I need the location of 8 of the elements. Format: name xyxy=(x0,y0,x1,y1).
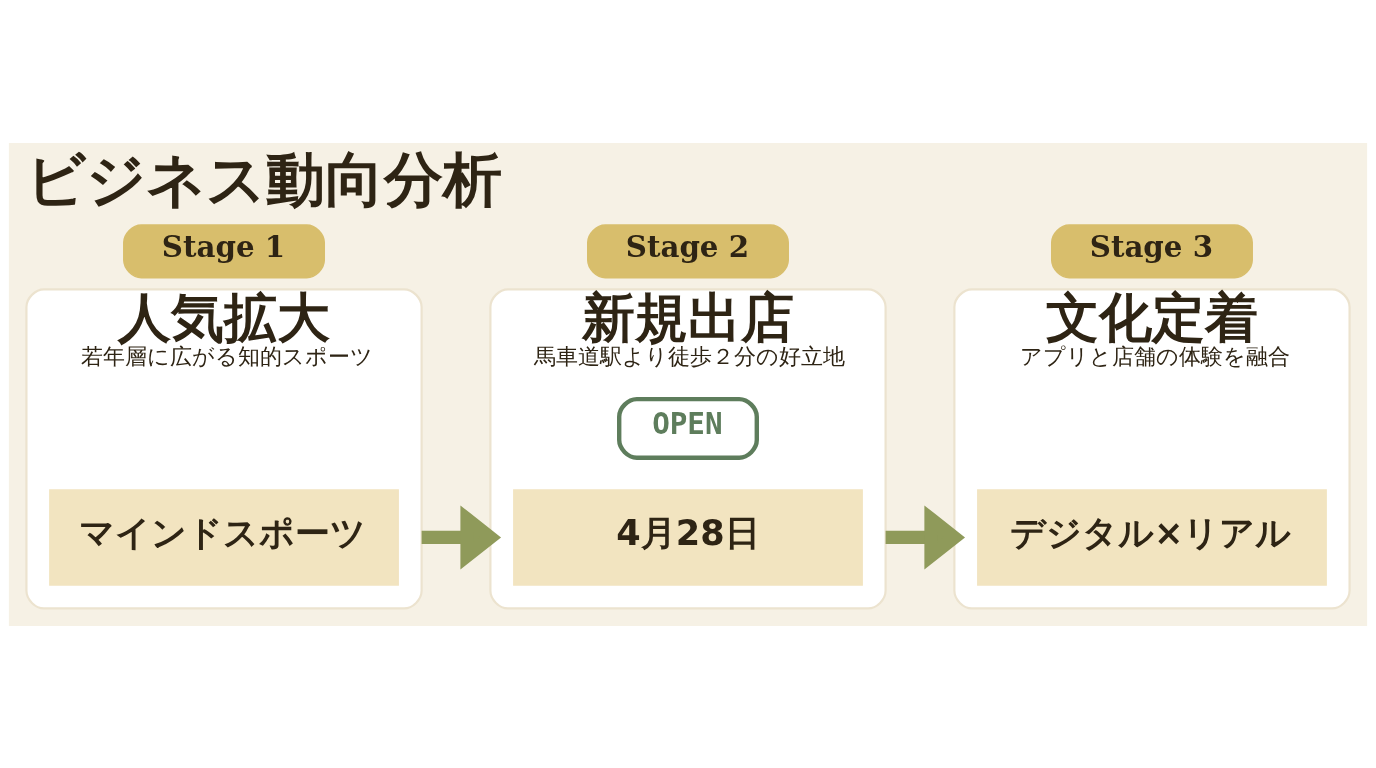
node-box: Stage 3 xyxy=(1051,223,1253,278)
node-box: Stage 1 xyxy=(123,223,326,278)
node-box: OPEN xyxy=(617,396,759,460)
node-box: マインドスポーツ xyxy=(49,488,399,586)
diagram-title: ビジネス動向分析 xyxy=(26,144,503,214)
node-box: 4月28日 xyxy=(513,488,863,586)
node-box: Stage 2 xyxy=(587,223,789,278)
node-box: デジタル×リアル xyxy=(977,488,1327,586)
